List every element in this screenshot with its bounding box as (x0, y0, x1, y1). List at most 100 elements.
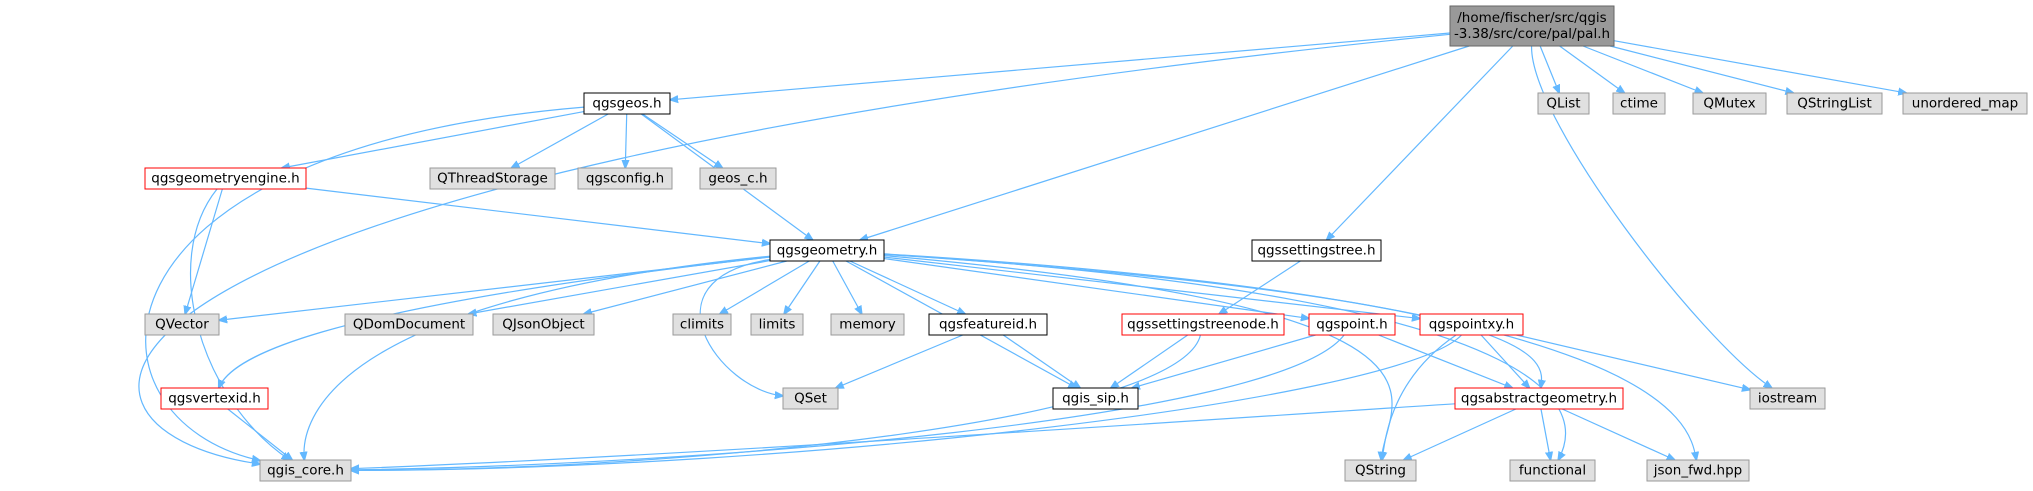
edge-qgsgeometry-to-qgsvertexid (219, 256, 771, 388)
node-label-geos_c: geos_c.h (708, 171, 767, 187)
edge-qgsgeos-to-geos_c (642, 113, 723, 168)
edge-qgsgeometry-to-qgis_core (304, 255, 771, 460)
edge-qgspointxy-to-qgis_core (351, 334, 1462, 470)
node-qvector: QVector (144, 313, 220, 336)
node-box-qgsvertexid (160, 387, 269, 410)
node-qgsconfig: qgsconfig.h (577, 167, 673, 190)
edge-pal-to-qstringlist (1609, 45, 1793, 93)
node-qgis_sip[interactable]: qgis_sip.h (1052, 387, 1139, 410)
node-box-qstringlist (1786, 92, 1883, 115)
edge-qgsgeometry-to-memory (832, 260, 862, 314)
edge-qgssettingstreenode-to-qgis_sip (1111, 334, 1189, 388)
node-label-memory: memory (839, 317, 895, 333)
edge-pal-to-qgsgeos (670, 32, 1451, 100)
edges-layer (138, 32, 1906, 470)
edge-pal-to-qgssettingstree (1327, 45, 1514, 240)
edge-qgspoint-to-qgsabstractgeometry (1378, 334, 1513, 388)
edge-qgsgeos-to-qthreadstorage (511, 113, 609, 168)
node-label-qlist: QList (1546, 96, 1580, 112)
edge-qgsgeometry-to-qjsonobject (584, 260, 787, 314)
node-label-qgsfeatureid: qgsfeatureid.h (939, 317, 1037, 333)
edge-qgspoint-to-qgis_core (351, 334, 1345, 470)
edge-qgsgeometry-to-qdomdocument (468, 260, 771, 314)
node-box-ctime (1612, 92, 1666, 115)
node-qgsvertexid[interactable]: qgsvertexid.h (160, 387, 269, 410)
node-label-qjsonobject: QJsonObject (502, 317, 584, 333)
node-box-limits (750, 313, 804, 336)
node-box-unordered_map (1902, 92, 2028, 115)
node-label-qstring: QString (1355, 463, 1406, 479)
node-box-qgsfeatureid (928, 313, 1048, 336)
edge-qgsgeometry-to-qgsfeatureid (849, 260, 965, 314)
edge-pal-to-ctime (1559, 45, 1625, 93)
node-box-functional (1509, 459, 1596, 482)
node-qgspoint[interactable]: qgspoint.h (1308, 313, 1396, 336)
node-label-qset: QSet (794, 391, 827, 407)
node-box-qgsabstractgeometry (1454, 387, 1624, 410)
edge-qgsgeometryengine-to-qgsgeometry (305, 187, 770, 244)
node-box-qgspointxy (1419, 313, 1524, 336)
node-box-qthreadstorage (429, 167, 556, 190)
node-box-qgsgeometry (769, 239, 885, 262)
edge-qgsgeometry-to-limits (784, 260, 821, 314)
node-box-qmutex (1692, 92, 1767, 115)
node-label-limits: limits (759, 317, 796, 333)
node-qgssettingstree[interactable]: qgssettingstree.h (1251, 239, 1382, 262)
edge-pal-to-qgis_core (138, 33, 1451, 464)
edge-qgsgeos-to-qgis_core (145, 106, 585, 460)
node-label-ctime: ctime (1620, 96, 1658, 112)
node-box-qgssettingstree (1251, 239, 1382, 262)
edge-qgspointxy-to-qgsabstractgeometry (1480, 334, 1529, 388)
edge-pal-to-unordered_map (1613, 40, 1906, 93)
edge-qgsgeometry-to-qstring (883, 254, 1393, 460)
edge-pal-to-qgsgeometry (860, 45, 1470, 240)
node-label-qgspointxy: qgspointxy.h (1429, 317, 1515, 333)
edge-pal-to-qlist (1539, 45, 1559, 93)
node-label-qvector: QVector (155, 317, 209, 333)
node-box-qgspoint (1308, 313, 1396, 336)
node-iostream: iostream (1749, 387, 1826, 410)
edge-qgsgeos-to-qgsconfig (625, 113, 626, 168)
node-label-qgsgeos: qgsgeos.h (592, 96, 661, 112)
node-label-qstringlist: QStringList (1797, 96, 1872, 112)
node-label-climits: climits (680, 317, 724, 333)
node-qgssettingstreenode[interactable]: qgssettingstreenode.h (1121, 313, 1285, 336)
node-qset: QSet (782, 387, 839, 410)
node-box-qset (782, 387, 839, 410)
node-box-qgssettingstreenode (1121, 313, 1285, 336)
edge-qgspointxy-to-iostream (1516, 334, 1750, 390)
node-label-qgssettingstreenode: qgssettingstreenode.h (1127, 317, 1279, 333)
node-qgsgeos[interactable]: qgsgeos.h (583, 92, 671, 115)
edge-qgssettingstree-to-qgssettingstreenode (1219, 260, 1301, 314)
edge-qgspoint-to-qgis_sip (1132, 334, 1316, 388)
node-qjsonobject: QJsonObject (492, 313, 595, 336)
node-box-climits (672, 313, 732, 336)
node-label-qgis_core: qgis_core.h (267, 463, 344, 479)
node-qgsgeometry[interactable]: qgsgeometry.h (769, 239, 885, 262)
edge-qgsgeometry-to-json_fwd (883, 253, 1696, 460)
node-pal[interactable]: /home/fischer/src/qgis-3.38/src/core/pal… (1449, 5, 1615, 47)
node-label-unordered_map: unordered_map (1912, 96, 2018, 112)
node-qgsfeatureid[interactable]: qgsfeatureid.h (928, 313, 1048, 336)
node-qgsgeometryengine[interactable]: qgsgeometryengine.h (144, 167, 307, 190)
node-label-qgis_sip: qgis_sip.h (1062, 391, 1129, 407)
node-qgis_core: qgis_core.h (259, 459, 352, 482)
node-box-pal (1449, 5, 1615, 47)
edge-qgsabstractgeometry-to-qstring (1404, 408, 1517, 460)
node-box-qgsgeos (583, 92, 671, 115)
node-qgsabstractgeometry[interactable]: qgsabstractgeometry.h (1454, 387, 1624, 410)
node-ctime: ctime (1612, 92, 1666, 115)
node-climits: climits (672, 313, 732, 336)
node-box-iostream (1749, 387, 1826, 410)
edge-qgsgeometryengine-to-qvector (185, 188, 223, 314)
node-box-qgis_sip (1052, 387, 1139, 410)
node-box-qvector (144, 313, 220, 336)
edge-qgsgeometry-to-climits (720, 260, 810, 314)
node-label-pal: /home/fischer/src/qgis (1457, 10, 1606, 26)
edge-qgsfeatureid-to-qgis_sip (1002, 334, 1080, 388)
node-qlist: QList (1537, 92, 1590, 115)
node-qgspointxy[interactable]: qgspointxy.h (1419, 313, 1524, 336)
node-box-memory (830, 313, 905, 336)
node-box-qstring (1344, 459, 1417, 482)
edge-pal-to-iostream (1530, 45, 1772, 388)
